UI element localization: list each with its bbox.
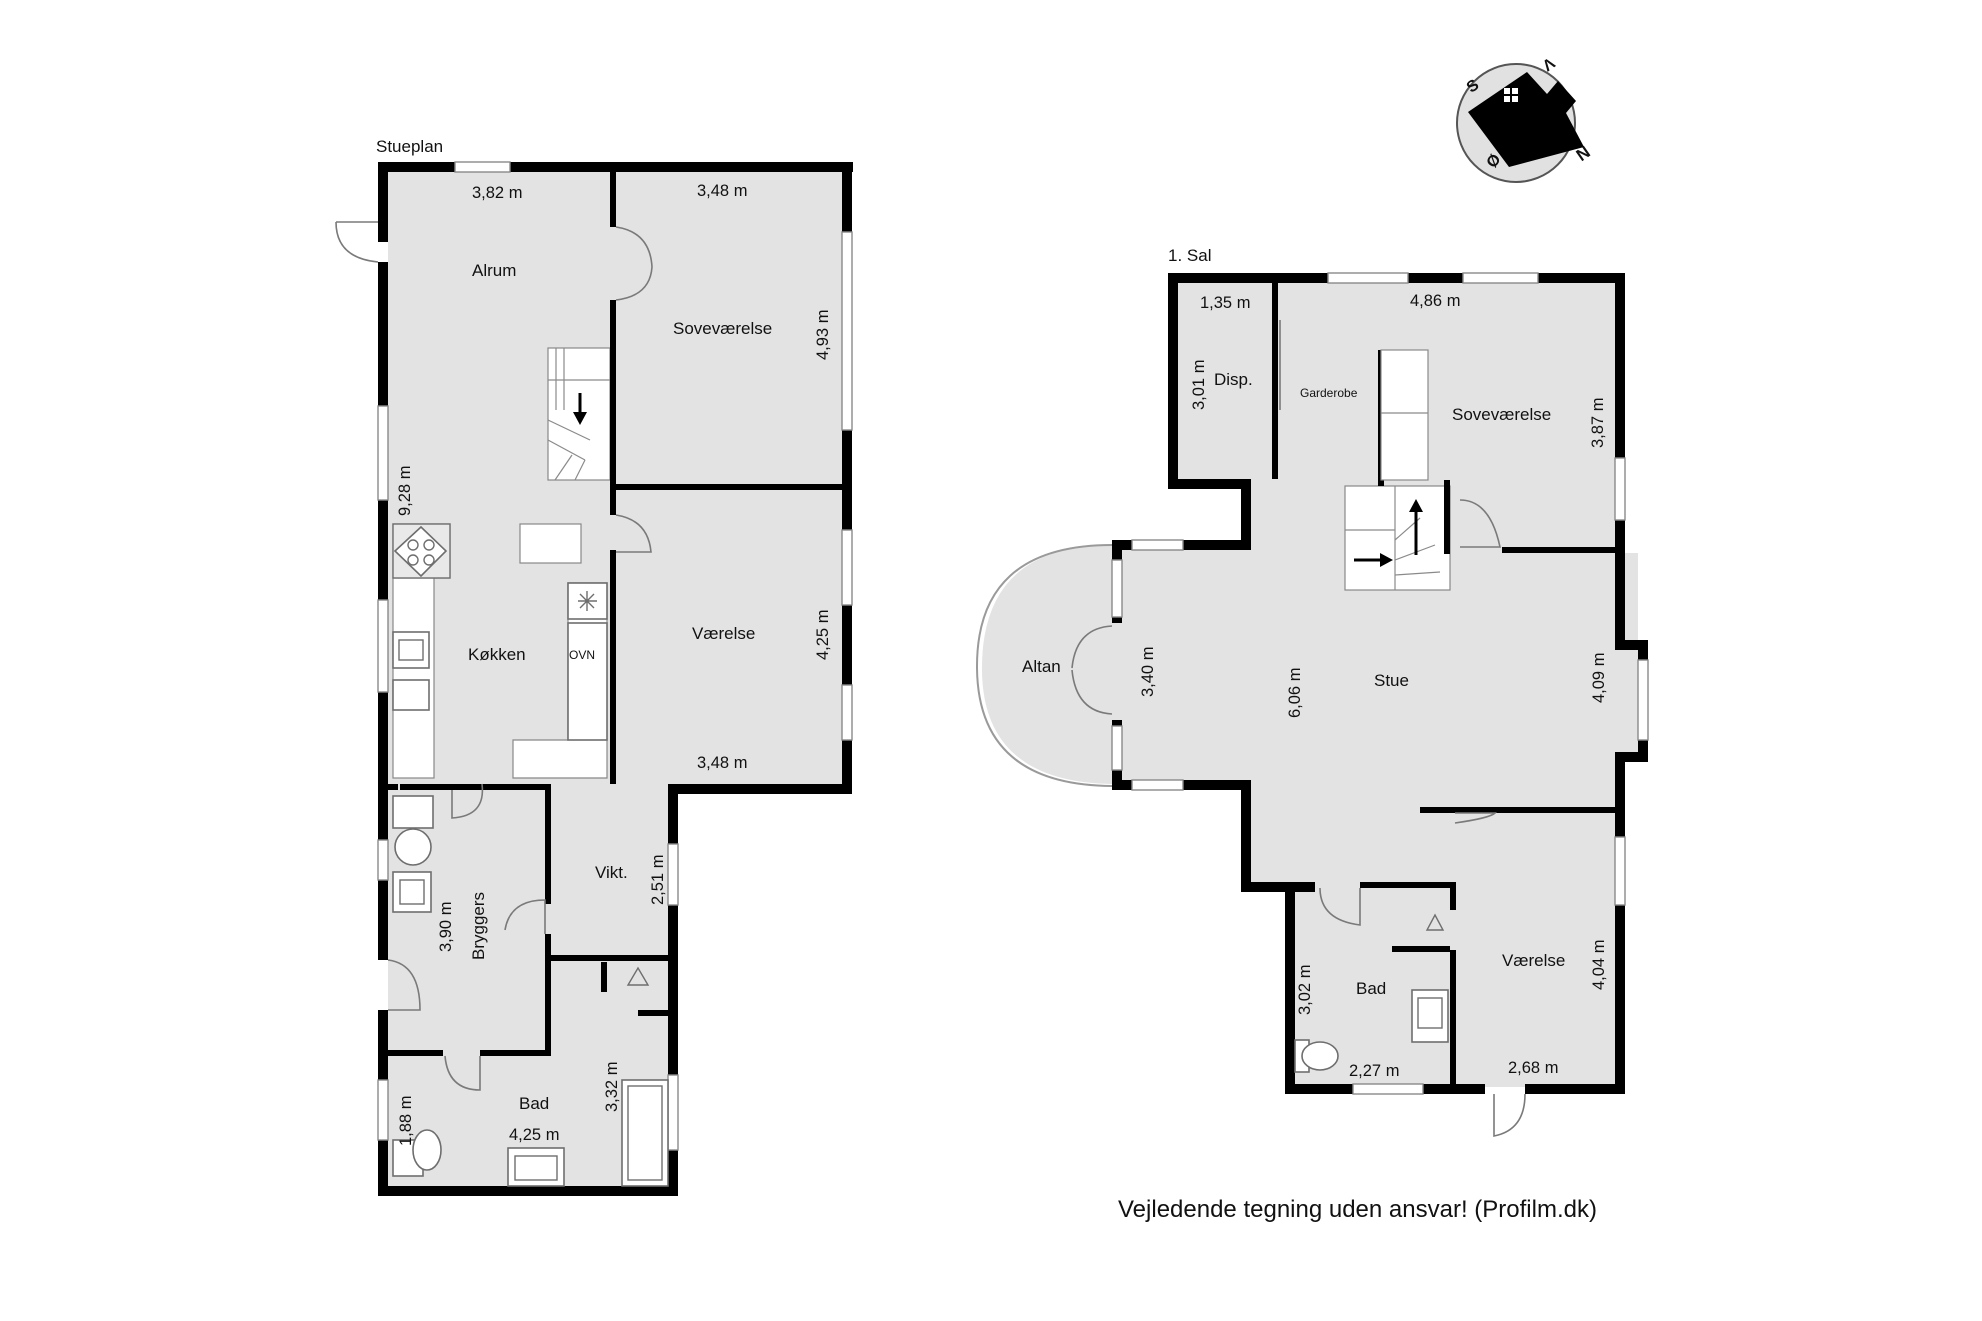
dim-alrum-width: 3,82 m — [472, 184, 522, 202]
label-ovn: OVN — [569, 648, 595, 662]
room-bryggers: Bryggers — [469, 892, 488, 960]
room-altan: Altan — [1022, 657, 1061, 676]
dim-sal-vaer-depth: 4,04 m — [1590, 940, 1608, 990]
dim-sove-width: 3,48 m — [697, 182, 747, 200]
room-sal-vaerelse: Værelse — [1502, 951, 1565, 970]
first-floor-labels: 1. Sal 1,35 m 4,86 m 3,01 m Disp. Garder… — [1022, 246, 1608, 1080]
room-kokken: Køkken — [468, 645, 526, 664]
house-icon — [1468, 72, 1584, 167]
first-floor — [975, 272, 1649, 1137]
dim-sal-vaer-width: 2,68 m — [1508, 1059, 1558, 1077]
dim-altan-depth: 3,40 m — [1139, 647, 1157, 697]
dim-bad-width: 4,25 m — [509, 1126, 559, 1144]
ground-floor-labels: Stueplan 3,82 m 3,48 m Alrum Soveværelse… — [376, 137, 832, 1146]
room-sal-bad: Bad — [1356, 979, 1386, 998]
room-sovevaerelse: Soveværelse — [673, 319, 772, 338]
dim-stue-side: 4,09 m — [1590, 653, 1608, 703]
dim-sove-depth: 4,93 m — [814, 310, 832, 360]
bathtub-icon — [621, 1079, 669, 1187]
disclaimer-footer: Vejledende tegning uden ansvar! (Profilm… — [1118, 1196, 1597, 1223]
dim-sal-sove-depth: 3,87 m — [1589, 398, 1607, 448]
dim-vikt-depth: 2,51 m — [649, 855, 667, 905]
room-alrum: Alrum — [472, 261, 516, 280]
dim-sal-bad-depth: 3,02 m — [1296, 965, 1314, 1015]
dishwasher-icon — [392, 679, 430, 711]
room-disp: Disp. — [1214, 370, 1253, 389]
dim-bad-depth: 3,32 m — [603, 1062, 621, 1112]
room-garderobe: Garderobe — [1300, 386, 1358, 400]
dim-vaer-width: 3,48 m — [697, 754, 747, 772]
stair-arrows — [573, 393, 1423, 567]
floor-title-sal: 1. Sal — [1168, 246, 1211, 265]
dim-disp-depth: 3,01 m — [1190, 360, 1208, 410]
dim-bad-side: 1,88 m — [397, 1096, 415, 1146]
dim-disp-width: 1,35 m — [1200, 294, 1250, 312]
room-sal-sovevaerelse: Soveværelse — [1452, 405, 1551, 424]
dim-bryggers-depth: 3,90 m — [437, 902, 455, 952]
dim-stue-depth: 6,06 m — [1286, 668, 1304, 718]
dryer-icon — [394, 828, 432, 866]
dim-house-depth: 9,28 m — [396, 466, 414, 516]
compass: S V N Ø — [1456, 54, 1594, 183]
dim-vaer-depth: 4,25 m — [814, 610, 832, 660]
room-vikt: Vikt. — [595, 863, 628, 882]
utility-sink-icon — [392, 871, 432, 913]
room-vaerelse: Værelse — [692, 624, 755, 643]
room-bad: Bad — [519, 1094, 549, 1113]
washer-icon — [392, 795, 434, 829]
room-stue: Stue — [1374, 671, 1409, 690]
dim-sal-bad-width: 2,27 m — [1349, 1062, 1399, 1080]
ground-floor — [335, 161, 853, 1196]
dim-sal-sove-width: 4,86 m — [1410, 292, 1460, 310]
floor-title-stueplan: Stueplan — [376, 137, 443, 156]
